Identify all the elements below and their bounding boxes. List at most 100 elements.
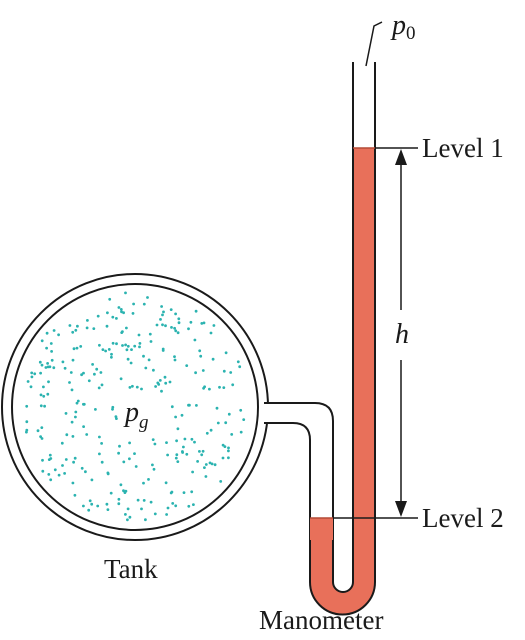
- gas-particle: [137, 333, 141, 337]
- gas-particle: [92, 327, 96, 330]
- gas-particle: [43, 404, 46, 408]
- gas-particle: [177, 321, 181, 325]
- manometer-fluid: [310, 148, 375, 615]
- gas-particle: [202, 321, 206, 325]
- gas-particle: [173, 355, 176, 358]
- gas-particle: [117, 451, 120, 455]
- gas-particle: [87, 379, 91, 383]
- gas-particle: [70, 388, 74, 392]
- gas-particle: [224, 351, 228, 355]
- gas-particle: [151, 463, 154, 467]
- gas-particle: [128, 515, 132, 519]
- gas-particle: [158, 379, 162, 382]
- gas-particle: [169, 308, 173, 311]
- gas-particle: [100, 383, 104, 387]
- gas-particle: [107, 348, 111, 351]
- gas-particle: [82, 504, 85, 508]
- gas-particle: [174, 456, 178, 460]
- gas-particle: [80, 466, 84, 470]
- gas-particle: [49, 478, 53, 482]
- connecting-tube-upper-wall: [264, 402, 334, 550]
- gas-particle: [119, 308, 123, 311]
- gas-particle: [140, 387, 143, 391]
- gas-particle: [194, 371, 198, 375]
- gas-particle: [239, 430, 243, 434]
- gas-particle: [170, 326, 173, 329]
- gas-particle: [25, 404, 29, 408]
- gas-particle: [122, 460, 126, 464]
- gas-particle: [110, 355, 113, 359]
- gas-particle: [124, 489, 128, 493]
- gas-particle: [76, 324, 79, 328]
- gas-particle: [98, 343, 101, 347]
- gas-particle: [204, 463, 208, 466]
- gas-particle: [176, 460, 180, 463]
- gas-particle: [192, 503, 195, 506]
- gas-particle: [239, 408, 243, 412]
- gas-particle: [200, 453, 204, 457]
- gas-particle: [124, 513, 127, 516]
- gas-particle: [201, 369, 205, 372]
- gas-particle: [47, 473, 51, 476]
- gas-particle: [47, 380, 50, 384]
- gas-particle: [68, 324, 72, 327]
- gas-particle: [119, 483, 123, 487]
- gas-particle: [153, 512, 157, 516]
- gas-particle: [42, 385, 45, 389]
- gas-particle: [168, 380, 172, 384]
- gas-particle: [231, 383, 235, 387]
- gas-particle: [115, 342, 118, 346]
- gas-particle: [29, 385, 33, 389]
- gas-particle: [142, 302, 146, 306]
- gas-particle: [130, 348, 133, 351]
- gas-particle: [221, 456, 225, 460]
- gas-particle: [208, 387, 211, 391]
- gas-particle: [190, 490, 194, 494]
- gas-particle: [49, 457, 53, 460]
- gas-particle: [191, 470, 195, 474]
- gas-particle: [50, 350, 53, 353]
- gas-particle: [224, 421, 228, 425]
- gas-particle: [90, 502, 94, 506]
- gas-particle: [204, 475, 208, 478]
- gas-particle: [68, 381, 71, 384]
- gas-particle: [126, 507, 130, 511]
- gas-particle: [94, 408, 97, 411]
- gas-particle: [126, 344, 130, 348]
- gas-particle: [211, 357, 215, 361]
- gas-particle: [190, 437, 194, 441]
- gas-particle: [238, 365, 242, 369]
- gas-particle: [201, 449, 205, 453]
- gas-particle: [165, 513, 169, 516]
- gas-particle: [175, 453, 179, 457]
- gas-particle: [161, 323, 164, 327]
- gas-particle: [74, 328, 78, 332]
- gas-particle: [91, 363, 94, 366]
- gas-particle: [82, 425, 85, 428]
- gas-particle: [39, 393, 43, 397]
- gas-particle: [105, 502, 109, 506]
- gas-particle: [85, 326, 89, 330]
- gas-particle: [64, 458, 68, 461]
- gas-particle: [117, 502, 121, 506]
- gas-particle: [187, 504, 191, 508]
- gas-particle: [151, 438, 155, 441]
- gas-particle: [61, 360, 65, 364]
- gas-particle: [205, 431, 209, 435]
- gas-particle: [40, 426, 44, 429]
- gas-particle: [71, 330, 75, 334]
- gas-particle: [161, 349, 165, 352]
- gas-particle: [177, 317, 181, 321]
- gas-particle: [210, 462, 214, 466]
- gas-particle: [121, 344, 124, 347]
- gas-particle: [124, 343, 127, 347]
- gas-particle: [69, 371, 73, 374]
- gas-particle: [209, 331, 213, 335]
- gas-particle: [128, 441, 132, 445]
- gas-particle: [126, 357, 130, 361]
- p0-leader-line: [365, 21, 383, 67]
- gas-particle: [84, 470, 87, 474]
- gas-particle: [119, 377, 123, 381]
- gas-particle: [117, 306, 121, 309]
